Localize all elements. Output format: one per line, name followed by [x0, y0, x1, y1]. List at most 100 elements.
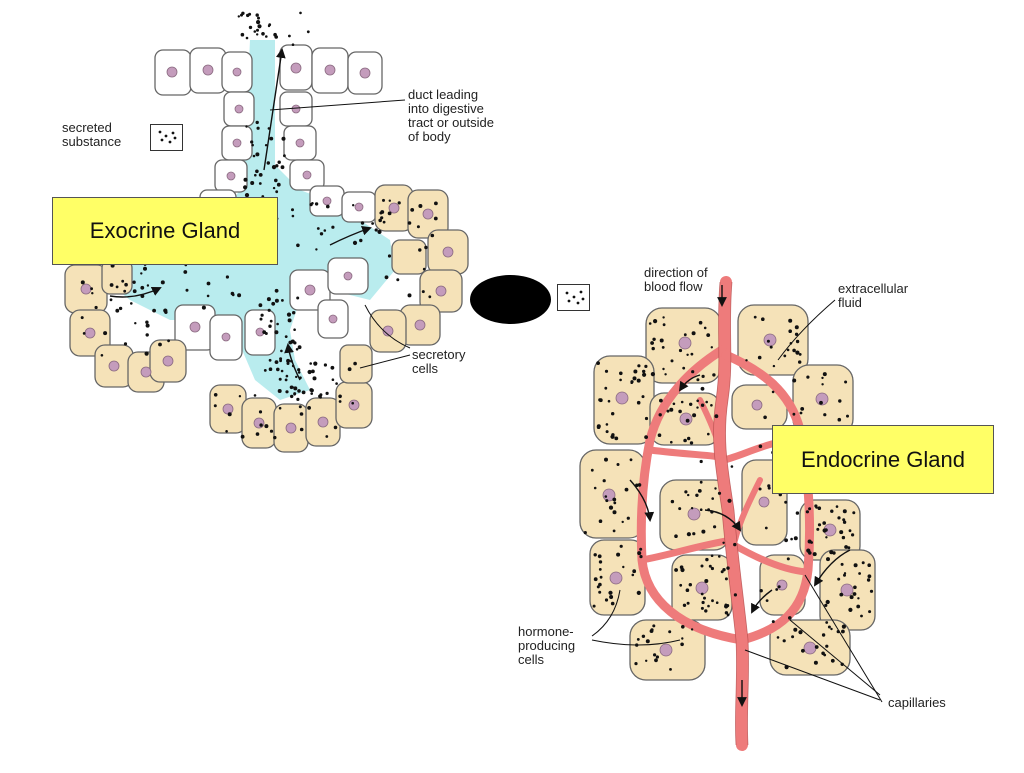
secretion-dot	[690, 352, 694, 356]
secretion-dot	[384, 275, 389, 280]
secretion-dot	[814, 645, 819, 649]
secretion-dot	[792, 378, 797, 383]
exocrine-leader-lines	[269, 99, 411, 369]
secretion-dot	[837, 516, 841, 520]
secretion-dot	[841, 629, 845, 634]
secretion-dot	[262, 330, 267, 334]
secretion-dot	[653, 653, 657, 657]
secretion-dot	[710, 404, 713, 407]
secretion-dot	[822, 372, 827, 377]
secretion-dot	[206, 294, 210, 298]
secretion-dot	[299, 11, 302, 15]
secretion-dot	[416, 225, 420, 229]
secretion-dot	[80, 316, 84, 320]
secretion-dot	[861, 561, 865, 565]
secretion-dot	[164, 310, 168, 314]
secretion-dot	[682, 603, 687, 607]
secretion-dot	[669, 407, 674, 412]
secretion-dot	[688, 583, 692, 587]
secretion-dot	[654, 658, 658, 663]
secretion-dot	[852, 511, 856, 515]
secretion-dot	[301, 390, 306, 395]
secretion-dot	[701, 529, 706, 534]
secretion-dot	[599, 575, 603, 579]
secretion-dot	[91, 292, 94, 295]
secretion-dot	[636, 400, 641, 405]
secretion-dot	[817, 523, 822, 527]
secretion-dot	[309, 362, 313, 365]
secretion-dot	[711, 497, 714, 500]
secretion-dot	[613, 501, 617, 505]
secretion-dot	[844, 380, 848, 384]
secretion-dot	[769, 345, 773, 349]
secretion-dot	[670, 359, 674, 363]
secretion-dot	[766, 339, 770, 343]
secretion-dot	[379, 211, 383, 215]
secretion-dot	[266, 297, 271, 302]
secretion-dot	[158, 342, 162, 347]
secretion-dot	[272, 186, 276, 190]
secretion-dot	[745, 359, 748, 362]
secretion-dot	[213, 404, 217, 408]
secretion-dot	[644, 364, 648, 368]
secretion-dot	[245, 125, 248, 128]
secretion-dot	[800, 407, 805, 411]
secretion-dot	[840, 662, 844, 666]
secretion-dot	[794, 325, 799, 330]
secretion-dot	[699, 459, 703, 464]
secretion-dot	[243, 185, 248, 190]
exocrine-acinar-cells	[64, 184, 469, 453]
secretion-dot	[830, 627, 833, 631]
secretion-dot	[775, 588, 779, 591]
secretion-dot	[655, 655, 660, 659]
secretion-dot	[250, 140, 254, 144]
secretion-dot	[314, 202, 319, 206]
secretion-dot	[817, 506, 822, 511]
secretion-dot	[326, 204, 330, 209]
secretion-dot	[720, 570, 724, 574]
secretion-dot	[776, 636, 780, 639]
secretion-dot	[853, 585, 857, 590]
secretion-dot	[378, 218, 383, 223]
secretion-dot	[274, 298, 279, 303]
secretion-dot	[263, 369, 267, 372]
secretion-dot	[634, 662, 638, 666]
secretion-dot	[596, 361, 600, 365]
secretion-dot	[276, 367, 280, 372]
secretion-dot	[269, 136, 274, 141]
secretion-dot	[826, 557, 830, 562]
secretion-dot	[319, 232, 324, 236]
secretion-dot	[645, 659, 648, 662]
secretion-dot	[237, 293, 242, 298]
secretion-dot	[433, 216, 438, 221]
secretion-dot	[807, 539, 812, 544]
secretion-dot	[100, 354, 104, 357]
secretion-dot	[619, 378, 622, 382]
secretion-dot	[261, 32, 265, 36]
secretion-dot	[285, 390, 289, 394]
secretion-dot	[614, 436, 619, 441]
secretion-dot	[795, 511, 800, 515]
secretion-dot	[622, 565, 625, 569]
secretion-dot	[290, 339, 295, 344]
secretion-dot	[310, 392, 314, 395]
secretion-dot	[312, 376, 317, 381]
secretion-dot	[289, 385, 294, 390]
secretion-dot	[650, 341, 654, 345]
secretion-dot	[250, 181, 255, 185]
secretion-dot	[867, 563, 871, 567]
secretion-dot	[633, 369, 638, 374]
secretion-dot	[256, 33, 259, 36]
secretion-dot	[374, 228, 378, 232]
secretion-dot	[335, 382, 338, 385]
secretion-dot	[839, 592, 844, 597]
secretion-dot	[772, 364, 776, 368]
exocrine-gland-title: Exocrine Gland	[52, 197, 278, 265]
secretion-dot	[293, 386, 298, 391]
secretion-dot	[678, 507, 682, 511]
secretion-dot	[662, 323, 666, 327]
secretion-dot	[268, 358, 272, 362]
secretion-dot	[268, 23, 272, 27]
secretion-dot	[659, 398, 663, 403]
secretion-dot	[664, 373, 667, 376]
